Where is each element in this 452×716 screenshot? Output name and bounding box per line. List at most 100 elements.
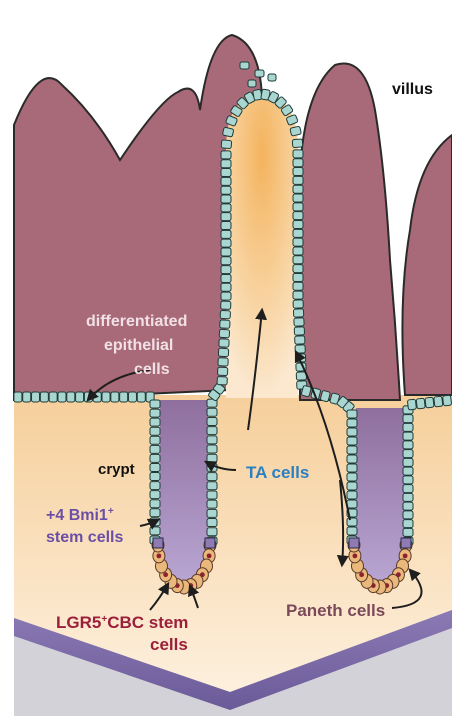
epithelial-cell — [293, 247, 303, 255]
epithelial-cell — [294, 327, 304, 335]
epithelial-cell — [219, 329, 229, 337]
epithelial-cell — [102, 392, 110, 402]
stem-cell-nucleus — [359, 572, 364, 577]
epithelial-cell — [128, 392, 136, 402]
epithelial-cell — [347, 500, 357, 508]
epithelial-cell — [295, 336, 305, 344]
epithelial-cell — [40, 392, 48, 402]
epithelial-cell — [207, 417, 217, 425]
epithelial-cell — [218, 358, 228, 366]
epithelial-cell — [347, 428, 357, 436]
epithelial-cell — [207, 445, 217, 453]
epithelial-cell — [221, 177, 231, 185]
epithelial-cell — [293, 150, 303, 158]
epithelial-cell — [294, 318, 304, 326]
epithelial-cell — [150, 500, 160, 508]
epithelial-cell — [403, 485, 413, 493]
epithelial-cell — [221, 169, 231, 177]
epithelial-cell — [222, 127, 234, 137]
epithelial-cell — [292, 139, 303, 148]
stem-cell-nucleus — [163, 572, 168, 577]
epithelial-cell — [403, 476, 413, 484]
epithelial-cell — [403, 450, 413, 458]
stem-cell-nucleus — [207, 553, 212, 558]
epithelial-cell — [14, 392, 22, 402]
epithelial-cell — [150, 454, 160, 462]
epithelial-cell — [293, 300, 303, 308]
stem-cell-nucleus — [352, 553, 357, 558]
epithelial-cell — [207, 454, 217, 462]
epithelial-cell — [111, 392, 119, 402]
epithelial-cell — [150, 482, 160, 490]
crypt-left-lumen — [160, 400, 208, 585]
epithelial-cell — [403, 458, 413, 466]
stem-cell-nucleus — [156, 553, 161, 558]
epithelial-cell — [347, 410, 357, 418]
central-villus-core — [226, 95, 298, 398]
epithelial-cell — [407, 399, 416, 410]
epithelial-cell — [221, 195, 231, 203]
epithelial-cell — [207, 519, 217, 527]
epithelial-cell — [293, 229, 303, 237]
epithelial-cell — [150, 400, 160, 408]
epithelial-cell — [221, 213, 231, 221]
epithelial-cell — [403, 423, 413, 431]
epithelial-cell — [221, 283, 231, 291]
epithelial-cell — [403, 520, 413, 528]
epithelial-cell — [293, 159, 303, 167]
label-differentiated-1: differentiated — [86, 313, 187, 330]
epithelial-cell — [416, 398, 425, 409]
epithelial-cell — [137, 392, 145, 402]
epithelial-cell — [293, 309, 303, 317]
epithelial-cell — [207, 436, 217, 444]
epithelial-cell — [403, 415, 413, 423]
epithelial-cell — [403, 441, 413, 449]
epithelial-cell — [207, 491, 217, 499]
epithelial-cell — [221, 274, 231, 282]
label-bmi1-line1: +4 Bmi1+ — [46, 506, 114, 524]
epithelial-cell — [219, 339, 229, 347]
epithelial-cell — [207, 408, 217, 416]
epithelial-cell — [207, 528, 217, 536]
epithelial-cell — [347, 491, 357, 499]
epithelial-cell — [220, 310, 230, 318]
epithelial-cell — [293, 185, 303, 193]
epithelial-cell — [293, 203, 303, 211]
epithelial-cell — [76, 392, 84, 402]
epithelial-cell — [293, 273, 303, 281]
crypt-right-lumen — [356, 408, 404, 585]
epithelial-cell — [347, 518, 357, 526]
epithelial-cell — [58, 392, 66, 402]
epithelial-cell — [217, 377, 227, 385]
bmi1-stem-cell — [153, 538, 163, 548]
epithelial-cell — [293, 265, 303, 273]
epithelial-cell — [403, 502, 413, 510]
epithelial-cell — [221, 222, 231, 230]
epithelial-cell — [221, 301, 231, 309]
epithelial-cell — [32, 392, 40, 402]
epithelial-cell — [207, 482, 217, 490]
epithelial-cell — [150, 445, 160, 453]
epithelial-cell — [290, 126, 302, 136]
label-lgr5-line2: cells — [150, 635, 188, 654]
epithelial-cell — [293, 238, 303, 246]
epithelial-cell — [221, 292, 231, 300]
epithelial-cell — [403, 511, 413, 519]
epithelial-cell — [293, 212, 303, 220]
label-lgr5-line1: LGR5+CBC stem — [56, 613, 188, 632]
epithelial-cell — [347, 482, 357, 490]
epithelial-cell — [23, 392, 31, 402]
bmi1-stem-cell — [401, 538, 411, 548]
epithelial-cell — [434, 396, 443, 407]
epithelial-cell — [293, 256, 303, 264]
label-villus: villus — [392, 81, 433, 98]
epithelial-cell — [218, 348, 228, 356]
epithelial-cell — [150, 491, 160, 499]
epithelial-cell — [293, 168, 303, 176]
epithelial-cell — [293, 282, 303, 290]
epithelial-cell — [150, 418, 160, 426]
villus-right — [300, 63, 400, 400]
epithelial-cell — [207, 509, 217, 517]
